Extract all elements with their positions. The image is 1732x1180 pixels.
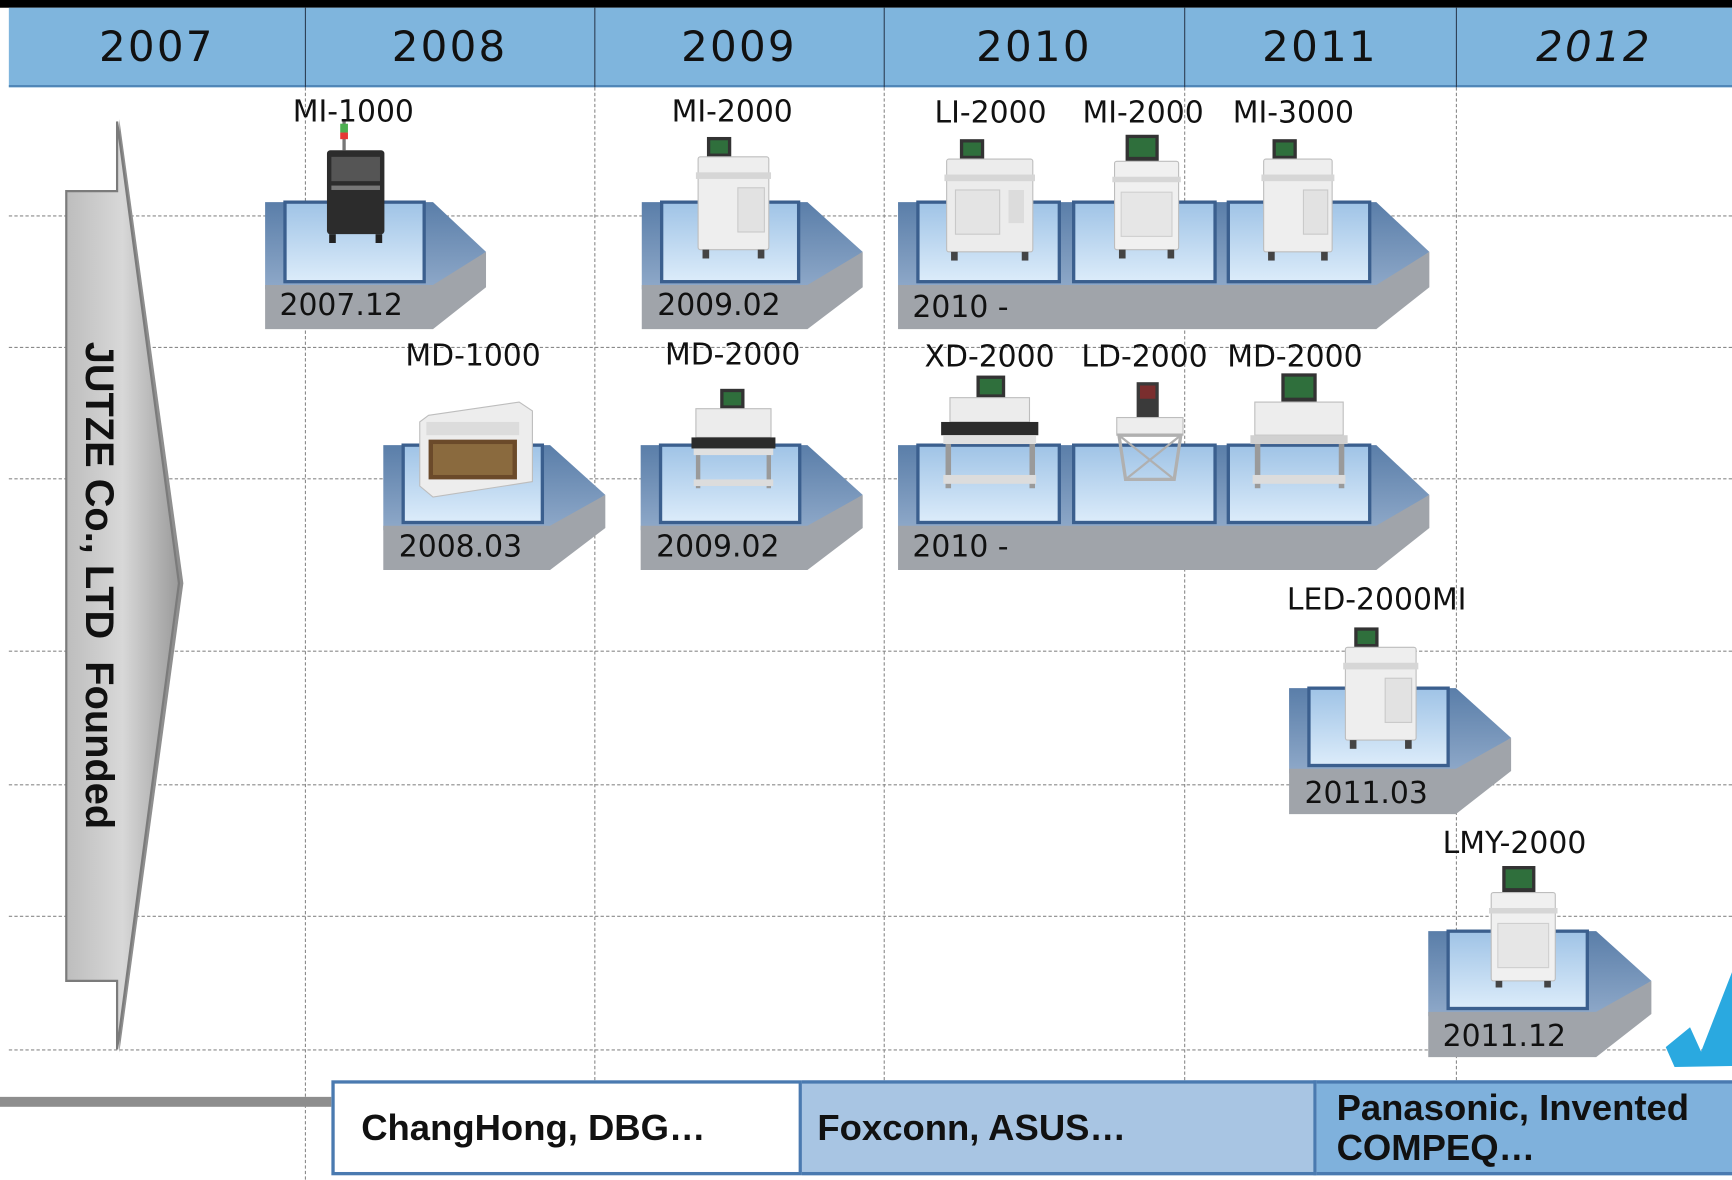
release-date: 2008.03 xyxy=(398,530,523,565)
year-2010: 2010 xyxy=(976,22,1092,71)
machine-mi2000-2010-icon xyxy=(1112,134,1181,259)
machine-xd2000-icon xyxy=(941,375,1039,489)
product-label: MI-2000 xyxy=(671,94,793,130)
product-label: MI-1000 xyxy=(292,94,414,130)
machine-led2000mi-icon xyxy=(1343,627,1419,749)
grid-line xyxy=(883,87,885,1081)
customer-label: Foxconn, ASUS… xyxy=(817,1106,1126,1148)
product-label: MD-2000 xyxy=(1227,340,1363,375)
product-label: LMY-2000 xyxy=(1442,826,1587,861)
machine-li2000-icon xyxy=(944,139,1036,261)
product-label: MD-2000 xyxy=(664,338,801,373)
release-date: 2011.12 xyxy=(1442,1019,1566,1054)
grid-line xyxy=(1455,87,1457,1081)
grid-line xyxy=(8,784,1732,786)
product-label: LD-2000 xyxy=(1081,340,1208,375)
header-divider xyxy=(304,7,306,88)
year-2009: 2009 xyxy=(681,22,797,71)
customer-label-line2: COMPEQ… xyxy=(1336,1126,1536,1168)
header-divider xyxy=(1184,7,1186,88)
grid-line xyxy=(8,1049,1732,1051)
release-date: 2011.03 xyxy=(1304,776,1428,811)
check-mark-icon xyxy=(1665,972,1732,1068)
machine-md1000-icon xyxy=(419,401,533,498)
bottom-bar xyxy=(0,1096,332,1107)
machine-lmy2000-icon xyxy=(1489,866,1558,988)
machine-mi2000-icon xyxy=(695,136,772,259)
release-date: 2007.12 xyxy=(279,288,403,323)
product-label: MI-2000 xyxy=(1082,96,1204,131)
grid-line xyxy=(8,915,1732,917)
grid-line xyxy=(8,478,1732,480)
grid-line xyxy=(594,87,596,1081)
release-date: 2009.02 xyxy=(656,530,780,565)
grid-line xyxy=(8,346,1732,348)
platform-mi1000 xyxy=(265,200,487,330)
year-2011: 2011 xyxy=(1262,22,1378,71)
customer-box-1: ChangHong, DBG… xyxy=(331,1080,802,1176)
machine-md2000-2010-icon xyxy=(1250,373,1348,489)
grid-line xyxy=(8,650,1732,652)
machine-md2000-icon xyxy=(691,388,776,489)
machine-mi1000-icon xyxy=(326,119,385,244)
year-2012: 2012 xyxy=(1536,22,1652,71)
header-divider xyxy=(1455,7,1457,88)
product-label: MD-1000 xyxy=(405,339,541,374)
header-divider xyxy=(594,7,596,88)
year-2007: 2007 xyxy=(99,22,215,71)
year-header: 2007 2008 2009 2010 2011 2012 xyxy=(8,7,1732,88)
year-2008: 2008 xyxy=(391,22,508,71)
machine-ld2000-icon xyxy=(1116,382,1184,482)
product-label: MI-3000 xyxy=(1232,96,1354,131)
product-label: LI-2000 xyxy=(934,96,1047,131)
customer-box-2: Foxconn, ASUS… xyxy=(801,1080,1317,1176)
product-label: LED-2000MI xyxy=(1286,583,1467,618)
release-date: 2010 - xyxy=(912,290,1009,325)
header-divider xyxy=(883,7,885,88)
release-date: 2009.02 xyxy=(657,288,781,323)
customer-label: ChangHong, DBG… xyxy=(361,1106,706,1148)
grid-line xyxy=(1184,87,1186,1081)
product-label: XD-2000 xyxy=(924,340,1055,375)
grid-line xyxy=(8,215,1732,217)
customer-box-3: Panasonic, Invented COMPEQ… xyxy=(1316,1080,1732,1176)
top-border xyxy=(0,0,1732,8)
grid-line xyxy=(304,87,306,1180)
machine-mi3000-icon xyxy=(1261,139,1335,261)
founded-arrow xyxy=(65,119,184,1053)
release-date: 2010 - xyxy=(912,530,1009,565)
customer-label: Panasonic, Invented xyxy=(1336,1086,1690,1128)
